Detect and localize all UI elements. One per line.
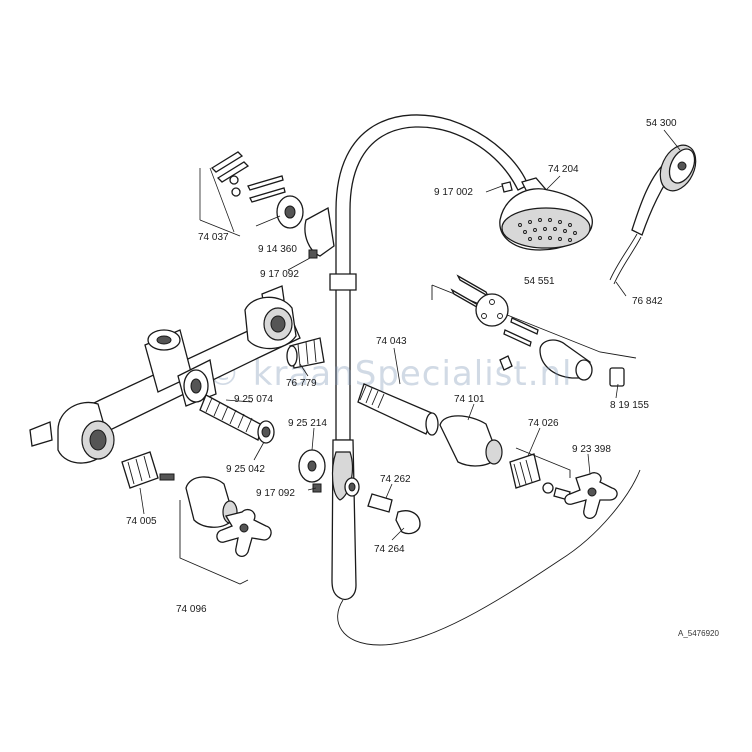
label-54551: 54 551: [524, 276, 555, 287]
shower-riser: [329, 114, 641, 646]
label-819155: 8 19 155: [610, 400, 649, 411]
label-74043: 74 043: [376, 336, 407, 347]
leader-lines: [139, 129, 681, 541]
small-screws: [499, 355, 513, 371]
rosette: [298, 449, 326, 493]
label-914360: 9 14 360: [258, 244, 297, 255]
label-917002: 9 17 002: [434, 187, 473, 198]
label-925214: 9 25 214: [288, 418, 327, 429]
watermark: © kraanSpecialist.nl: [206, 354, 573, 394]
label-923398: 9 23 398: [572, 444, 611, 455]
label-917092-bottom: 9 17 092: [256, 488, 295, 499]
flexible-connector: [199, 394, 275, 444]
part-labels: 54 300 74 204 9 17 002 74 037 9 14 360 9…: [126, 118, 719, 638]
wall-plug-set: [210, 151, 335, 259]
shower-head: [499, 177, 593, 251]
wall-holder: [431, 274, 637, 387]
headwork-76779: [286, 337, 325, 369]
small-fittings: [367, 493, 421, 535]
label-74204: 74 204: [548, 164, 579, 175]
label-74264: 74 264: [374, 544, 405, 555]
label-74262: 74 262: [380, 474, 411, 485]
left-valve-set: [121, 451, 272, 585]
reference-code: A_5476920: [678, 629, 719, 638]
label-74101: 74 101: [454, 394, 485, 405]
label-74096: 74 096: [176, 604, 207, 615]
label-925074: 9 25 074: [234, 394, 273, 405]
label-76842: 76 842: [632, 296, 663, 307]
mixer-body: [29, 285, 301, 464]
label-76779: 76 779: [286, 378, 317, 389]
label-917092-top: 9 17 092: [260, 269, 299, 280]
extension-nipple: [357, 383, 439, 436]
right-valve-set: [439, 415, 618, 520]
label-925042: 9 25 042: [226, 464, 265, 475]
label-74005: 74 005: [126, 516, 157, 527]
hand-shower: [609, 144, 697, 285]
label-54300: 54 300: [646, 118, 677, 129]
label-74026: 74 026: [528, 418, 559, 429]
label-74037: 74 037: [198, 232, 229, 243]
